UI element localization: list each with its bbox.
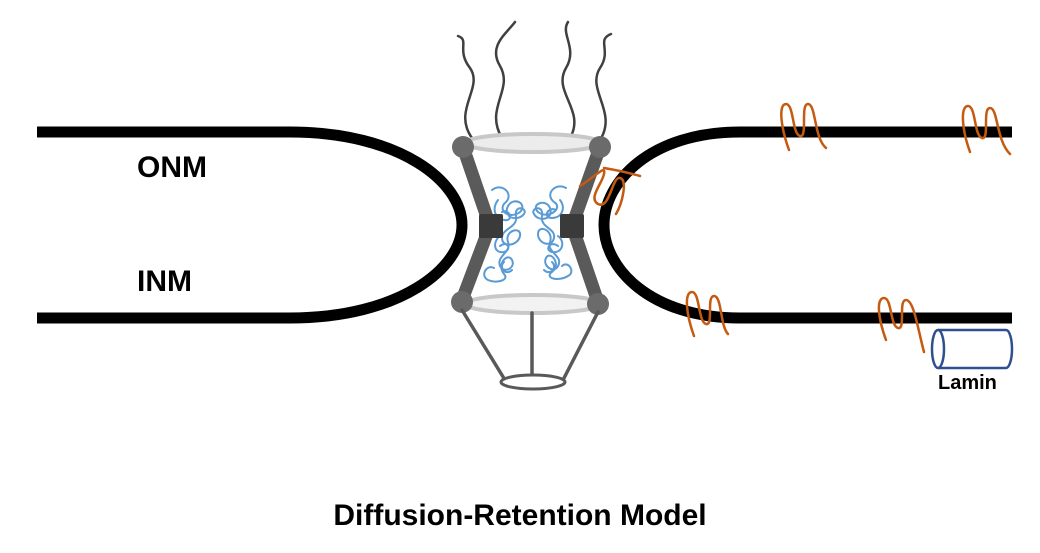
scaffold-left-lower xyxy=(455,219,497,307)
nuclear-pore-complex-icon xyxy=(451,132,611,391)
basket-strut xyxy=(460,308,507,382)
cytoplasmic-filament xyxy=(561,20,576,140)
cytoplasmic-filament xyxy=(595,32,613,142)
transmembrane-protein-icon xyxy=(961,104,1012,156)
scaffold-right-lower xyxy=(565,219,605,309)
transmembrane-protein-icon xyxy=(578,169,626,216)
right-nuclear-envelope xyxy=(598,126,1012,324)
scaffold-block-left xyxy=(479,214,503,238)
onm-label: ONM xyxy=(137,151,207,184)
transmembrane-protein-icon xyxy=(780,102,828,152)
cytoplasmic-filament xyxy=(456,34,475,140)
lamin-body xyxy=(938,328,1014,370)
basket-ring xyxy=(499,373,567,391)
pore-node xyxy=(589,136,611,158)
inm-label: INM xyxy=(137,265,192,298)
lamin-label: Lamin xyxy=(938,372,997,394)
nuclear-basket xyxy=(460,308,600,391)
scaffold-block-right xyxy=(560,214,584,238)
pore-nodes xyxy=(451,136,611,315)
cytoplasmic-filament xyxy=(494,20,517,140)
diagram-title: Diffusion-Retention Model xyxy=(333,499,707,532)
scaffold-right-upper xyxy=(565,140,607,233)
pore-node xyxy=(452,136,474,158)
cytoplasmic-ring xyxy=(463,132,603,154)
pore-node xyxy=(587,293,609,315)
transmembrane-protein-icon xyxy=(685,290,730,338)
pore-node xyxy=(451,291,473,313)
pore-scaffold xyxy=(455,140,607,309)
scaffold-left-upper xyxy=(456,140,497,233)
fg-repeat-right xyxy=(532,185,573,280)
fg-repeat-left xyxy=(483,186,526,283)
lamin-end xyxy=(930,328,946,370)
cytoplasmic-filaments xyxy=(456,20,613,142)
basket-strut xyxy=(561,310,600,382)
transmembrane-protein-icon xyxy=(877,296,926,354)
nuclear-ring xyxy=(463,293,603,315)
lamin-cylinder-icon xyxy=(930,328,1014,370)
transmembrane-protein-icon xyxy=(602,166,642,178)
transmembrane-proteins xyxy=(578,102,1012,354)
fg-repeats xyxy=(483,185,573,283)
left-nuclear-envelope xyxy=(37,126,468,324)
